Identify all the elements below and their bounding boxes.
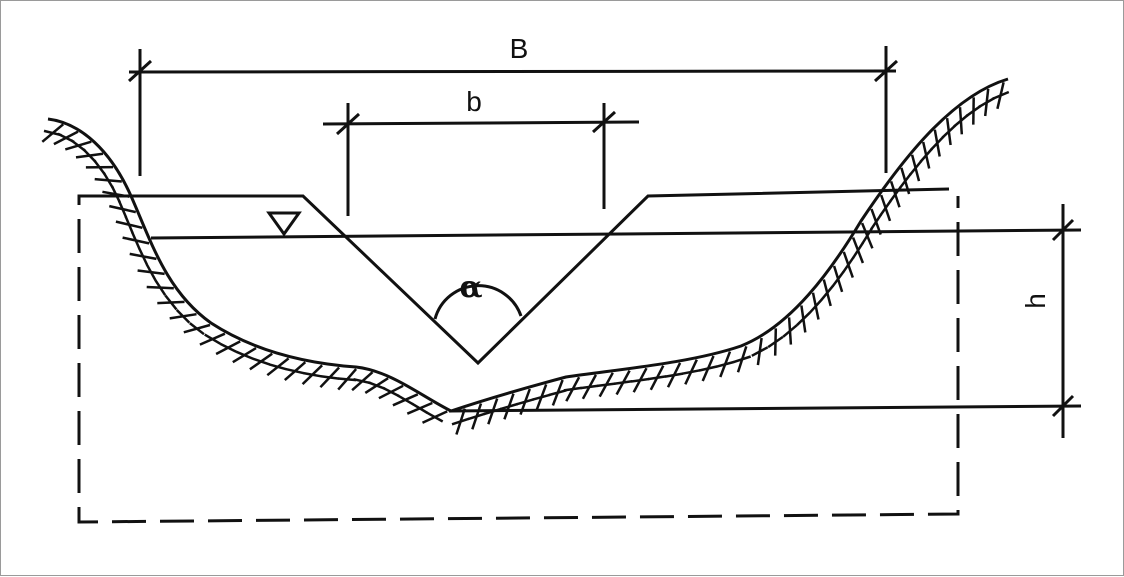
hatch-stroke <box>368 382 385 389</box>
dimension-b <box>323 103 639 216</box>
label-B: B <box>510 33 529 64</box>
water-surface-line <box>151 230 1081 238</box>
water-level-triangle-icon <box>269 213 299 234</box>
hatch-stroke <box>900 174 911 188</box>
hatch-stroke <box>843 257 853 272</box>
hatch-stroke <box>833 272 844 287</box>
soil-hatching <box>42 82 1009 434</box>
natural-channel-bed <box>48 79 1008 411</box>
label-alpha: α <box>459 270 482 305</box>
hatch-stroke <box>631 379 649 382</box>
hatch-stroke <box>581 386 599 388</box>
hatch-stroke <box>853 243 863 258</box>
hatch-stroke <box>682 370 700 373</box>
dimension-B <box>129 46 897 176</box>
dimension-h <box>1053 204 1073 438</box>
hatch-stroke <box>871 214 881 229</box>
label-b: b <box>466 86 482 117</box>
hatch-stroke <box>190 323 204 334</box>
hatch-stroke <box>564 388 582 391</box>
hatch-stroke <box>880 201 890 216</box>
hatch-stroke <box>269 364 286 369</box>
hatch-stroke <box>304 373 322 376</box>
hatch-stroke <box>665 374 683 377</box>
hatch-stroke <box>648 376 666 379</box>
hatch-stroke <box>321 376 339 378</box>
dashed-boundary <box>79 196 958 522</box>
label-h: h <box>1020 293 1051 309</box>
hatch-stroke <box>614 381 632 383</box>
bottom-reference-line <box>449 406 1081 411</box>
hatch-stroke <box>253 359 270 365</box>
hatch-stroke <box>597 384 615 386</box>
